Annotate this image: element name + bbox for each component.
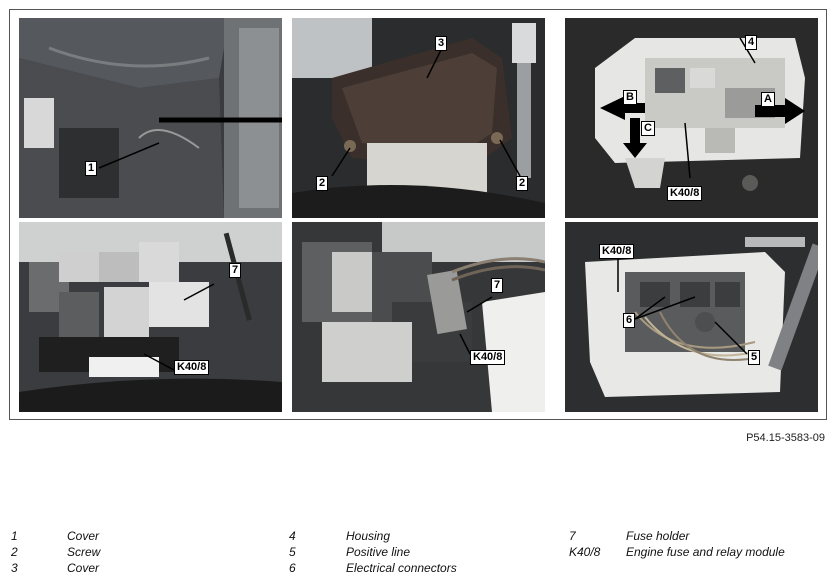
callout-5: 5 xyxy=(748,350,761,365)
legend-key: K40/8 xyxy=(569,545,601,559)
legend-row: 4 Housing xyxy=(289,528,559,544)
legend-key: 4 xyxy=(289,529,296,543)
photo-panel-2: 3 2 2 xyxy=(292,18,545,218)
legend-row: 6 Electrical connectors xyxy=(289,560,559,576)
legend-column-3: 7 Fuse holder K40/8 Engine fuse and relay … xyxy=(569,528,829,560)
callout-7-mid: 7 xyxy=(491,278,504,293)
legend-row: 1 Cover xyxy=(11,528,281,544)
callout-K40-8-mid: K40/8 xyxy=(470,350,506,365)
callout-4: 4 xyxy=(745,35,758,50)
photo-panel-2-image xyxy=(292,18,545,218)
callout-C: C xyxy=(641,121,655,136)
legend-value: Housing xyxy=(346,529,391,543)
legend-value: Cover xyxy=(67,561,100,575)
photo-panel-5: 7 K40/8 xyxy=(292,222,545,412)
photo-panel-3: 4 B A C K40/8 xyxy=(565,18,818,218)
legend-row: 7 Fuse holder xyxy=(569,528,829,544)
photo-panel-1-image xyxy=(19,18,282,218)
legend-value: Engine fuse and relay module xyxy=(626,545,785,559)
legend-value: Screw xyxy=(67,545,101,559)
legend-row: 2 Screw xyxy=(11,544,281,560)
photo-panel-6-image xyxy=(565,222,818,412)
photo-panel-5-image xyxy=(292,222,545,412)
legend-key: 3 xyxy=(11,561,18,575)
legend-key: 2 xyxy=(11,545,18,559)
callout-1: 1 xyxy=(85,161,98,176)
legend-key: 6 xyxy=(289,561,296,575)
legend-value: Cover xyxy=(67,529,100,543)
photo-panel-6: K40/8 6 5 xyxy=(565,222,818,412)
legend-row: 5 Positive line xyxy=(289,544,559,560)
legend-row: K40/8 Engine fuse and relay module xyxy=(569,544,829,560)
photo-panel-4-image xyxy=(19,222,282,412)
callout-2-left: 2 xyxy=(316,176,329,191)
callout-2-right: 2 xyxy=(516,176,529,191)
callout-B: B xyxy=(623,90,637,105)
figure-reference: P54.15-3583-09 xyxy=(746,432,825,444)
legend-value: Fuse holder xyxy=(626,529,690,543)
callout-K40-8-top: K40/8 xyxy=(667,186,703,201)
callout-6: 6 xyxy=(623,313,636,328)
callout-7-left: 7 xyxy=(229,263,242,278)
callout-3: 3 xyxy=(435,36,448,51)
legend-key: 7 xyxy=(569,529,576,543)
photo-panel-4: 7 K40/8 xyxy=(19,222,282,412)
callout-A: A xyxy=(761,92,775,107)
legend-value: Electrical connectors xyxy=(346,561,457,575)
legend-value: Positive line xyxy=(346,545,411,559)
legend-row: 3 Cover xyxy=(11,560,281,576)
photo-panel-1: 1 xyxy=(19,18,282,218)
legend-key: 5 xyxy=(289,545,296,559)
callout-K40-8-right: K40/8 xyxy=(599,244,635,259)
legend-key: 1 xyxy=(11,529,18,543)
callout-K40-8-left: K40/8 xyxy=(174,360,210,375)
legend-column-2: 4 Housing 5 Positive line 6 Electrical conn… xyxy=(289,528,559,576)
figure-frame: 1 3 2 2 xyxy=(9,9,827,420)
